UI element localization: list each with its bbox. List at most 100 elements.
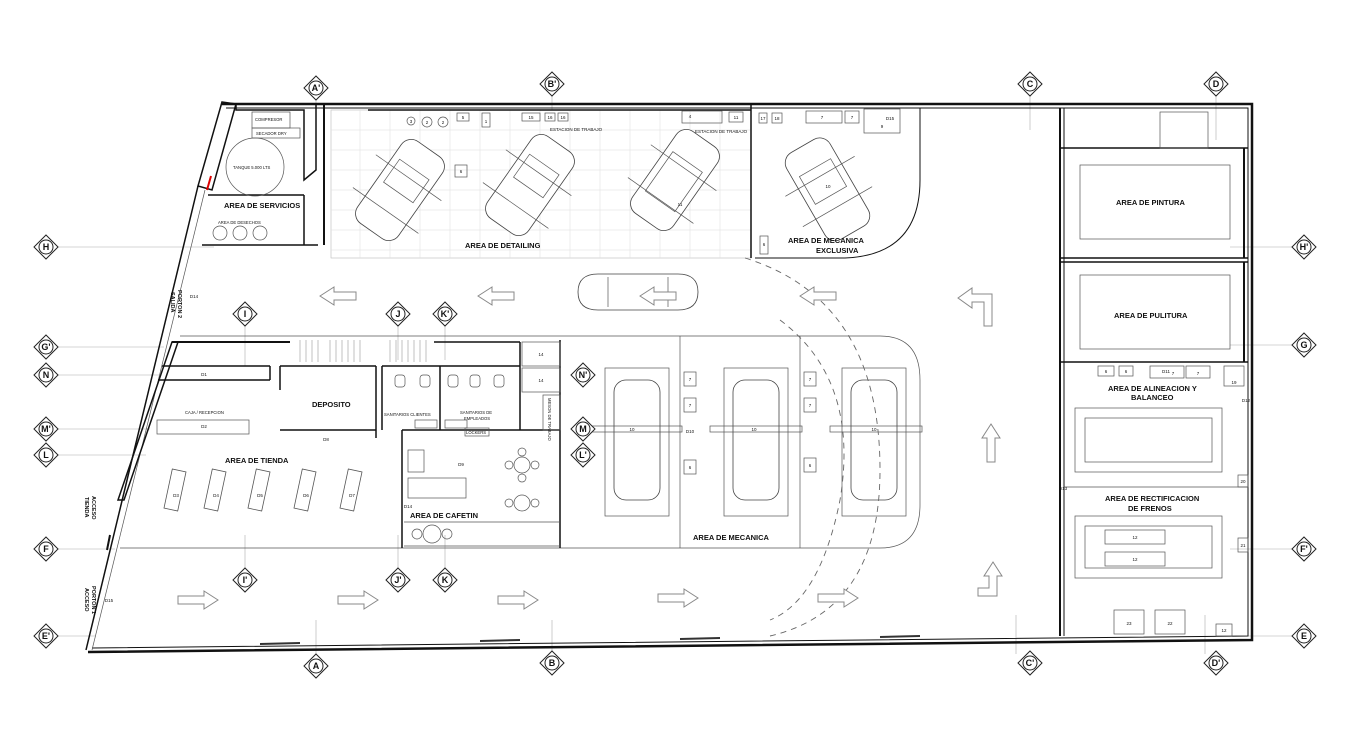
tag-n7e: 7 <box>809 377 812 382</box>
tag-n1: 1 <box>485 119 488 124</box>
svg-text:K': K' <box>441 309 450 319</box>
lockers-label: LOCKERS <box>466 430 486 435</box>
tag-n14b: 14 <box>538 378 544 383</box>
axis-m1: M' <box>33 416 59 442</box>
acceso-tienda-label-a: ACCESO <box>90 496 96 520</box>
sanitarios-empleados-label-1: SANITARIOS DE <box>460 410 492 415</box>
axis-h1: H' <box>1291 234 1317 260</box>
area-detailing: ESTACION DE TRABAJO ESTACION DE TRABAJO … <box>330 104 752 259</box>
area-mecanica-exclusiva: AREA DE MECANICA EXCLUSIVA <box>755 108 921 259</box>
tag-n14a: 14 <box>538 352 544 357</box>
tag-n11b: 11 <box>678 202 683 207</box>
tag-n2b: 2 <box>442 120 445 125</box>
tag-n6f: 6 <box>1125 369 1128 374</box>
tag-d5: D5 <box>257 493 263 498</box>
axis-f: F <box>33 536 59 562</box>
pintura-label: AREA DE PINTURA <box>1116 198 1185 207</box>
caja-label: CAJA / RECEPCION <box>185 410 224 415</box>
meson-label: MESON DE TRABAJO <box>547 398 552 441</box>
svg-text:F': F' <box>1300 544 1308 554</box>
tag-d13: D13 <box>1059 486 1068 491</box>
svg-text:C': C' <box>1026 658 1035 668</box>
deposito-label: DEPOSITO <box>312 400 351 409</box>
axis-i: I <box>232 301 258 327</box>
tag-n7h: 7 <box>1197 371 1200 376</box>
axis-k1: K' <box>432 301 458 327</box>
axis-m: M <box>570 416 596 442</box>
tag-n5: 5 <box>462 115 465 120</box>
svg-text:B: B <box>549 658 556 668</box>
svg-text:E: E <box>1301 631 1307 641</box>
svg-text:A: A <box>313 661 320 671</box>
grid-lines <box>58 96 1292 656</box>
sanitarios-empleados-label-2: EMPLEADOS <box>464 416 490 421</box>
tanque-label: TANQUE 5.000 LTS <box>233 165 271 170</box>
cafetin-label: AREA DE CAFETIN <box>410 511 478 520</box>
axis-a1: A' <box>303 75 329 101</box>
tag-n7g: 7 <box>1172 371 1175 376</box>
tag-n21: 21 <box>1240 543 1246 548</box>
axis-f1: F' <box>1291 536 1317 562</box>
axis-j1: J' <box>385 567 411 593</box>
tag-d-porton2: D14 <box>190 294 199 299</box>
tag-n23: 23 <box>1126 621 1132 626</box>
tag-n9: 9 <box>881 124 884 129</box>
axis-g: G <box>1291 332 1317 358</box>
tag-n7b: 7 <box>851 115 854 120</box>
svg-text:G': G' <box>41 342 50 352</box>
tag-n10b: 10 <box>629 427 635 432</box>
tag-n12b: 12 <box>1132 557 1138 562</box>
axis-g1: G' <box>33 334 59 360</box>
axis-b: B <box>539 650 565 676</box>
tag-d4: D4 <box>213 493 219 498</box>
svg-text:B': B' <box>548 79 557 89</box>
porton2-label-a: PORTON 2 <box>176 290 182 318</box>
tag-n6d: 6 <box>809 463 812 468</box>
tag-d10: D10 <box>686 429 695 434</box>
axis-d1: D' <box>1203 650 1229 676</box>
tag-n12c: 12 <box>1221 628 1227 633</box>
axis-c: C <box>1017 71 1043 97</box>
svg-text:J: J <box>395 309 400 319</box>
tag-n7c: 7 <box>689 377 692 382</box>
svg-text:M: M <box>579 424 587 434</box>
tag-n7a: 7 <box>821 115 824 120</box>
svg-text:N': N' <box>579 370 588 380</box>
tag-n3: 3 <box>410 119 413 124</box>
svg-text:H': H' <box>1300 242 1309 252</box>
area-servicios: COMPRESOR SECADOR DRY TANQUE 5.000 LTS A… <box>202 104 325 246</box>
acceso-tienda-label-b: TIENDA <box>83 497 89 518</box>
axis-a: A <box>303 653 329 679</box>
tag-d-porton1: D15 <box>105 598 114 603</box>
tag-d7: D7 <box>349 493 355 498</box>
svg-text:L': L' <box>579 450 587 460</box>
tag-n20: 20 <box>1240 479 1246 484</box>
tag-n19: 19 <box>1231 380 1237 385</box>
mecanica-label: AREA DE MECANICA <box>693 533 770 542</box>
tag-n16b: 16 <box>560 115 566 120</box>
porton2-label-b: SALIDA <box>169 292 175 313</box>
svg-text:L: L <box>43 450 49 460</box>
tienda-label: AREA DE TIENDA <box>225 456 289 465</box>
svg-text:C: C <box>1027 79 1034 89</box>
tag-n11: 11 <box>734 115 739 120</box>
tag-n7d: 7 <box>689 403 692 408</box>
axis-e1: E' <box>33 623 59 649</box>
tag-d12: D12 <box>1242 398 1251 403</box>
tag-n4: 4 <box>689 114 692 119</box>
tag-n10c: 10 <box>751 427 757 432</box>
axis-n1: N' <box>570 362 596 388</box>
frenos-label-2: DE FRENOS <box>1128 504 1172 513</box>
tag-n10d: 10 <box>871 427 877 432</box>
entrance-labels: PORTON 2 SALIDA ACCESO TIENDA PORTON 1 A… <box>83 290 182 614</box>
tag-n15: 15 <box>528 115 534 120</box>
tag-n6b: 6 <box>763 242 766 247</box>
tag-d9: D9 <box>458 462 464 467</box>
central-block: DEPOSITO CAJA / RECEPCION AREA DE TIENDA… <box>120 335 921 549</box>
tag-n12a: 12 <box>1132 535 1138 540</box>
tag-d15: D15 <box>886 116 895 121</box>
tag-d11: D11 <box>1162 369 1170 374</box>
axis-j: J <box>385 301 411 327</box>
tag-d8: D8 <box>323 437 329 442</box>
axis-i1: I' <box>232 567 258 593</box>
